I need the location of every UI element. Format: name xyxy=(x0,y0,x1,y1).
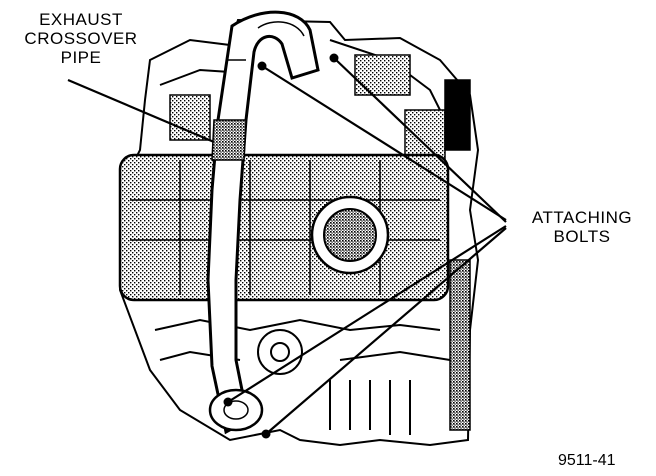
attaching-bolts-label: ATTACHING BOLTS xyxy=(508,208,656,246)
engine-block xyxy=(118,18,480,447)
label-line: EXHAUST xyxy=(39,10,123,29)
label-line: PIPE xyxy=(60,48,102,67)
label-line: ATTACHING xyxy=(531,208,633,227)
leader-bolt-3 xyxy=(227,225,507,403)
leader-bolt-2 xyxy=(333,57,507,223)
leader-bolt-4 xyxy=(265,227,507,435)
label-line: BOLTS xyxy=(553,227,611,246)
leader-bolt-1 xyxy=(261,65,507,221)
exhaust-crossover-pipe-label: EXHAUST CROSSOVER PIPE xyxy=(6,10,156,67)
leader-lines xyxy=(67,57,507,435)
round-cover xyxy=(310,195,390,275)
oil-pan xyxy=(118,153,450,302)
figure-number: 9511-41 xyxy=(558,452,616,469)
engine-top-details xyxy=(169,54,471,431)
lower-pulley xyxy=(257,329,303,375)
exhaust-crossover-pipe xyxy=(206,10,320,435)
label-line: CROSSOVER xyxy=(24,29,138,48)
leader-exhaust-pipe xyxy=(67,78,215,144)
